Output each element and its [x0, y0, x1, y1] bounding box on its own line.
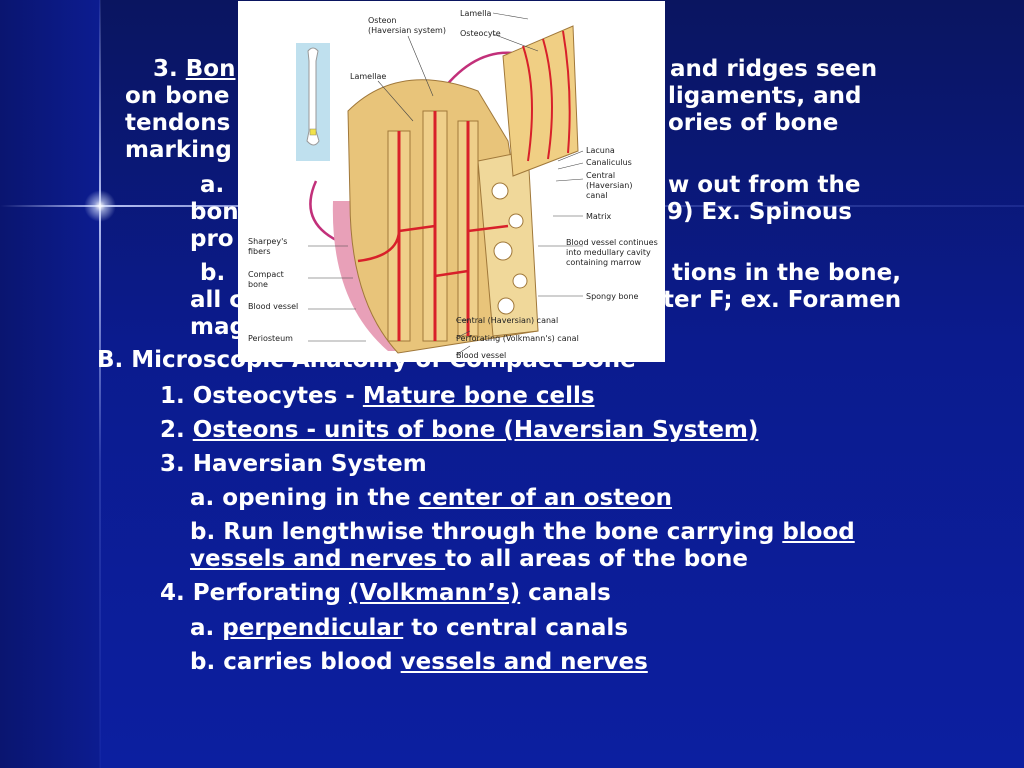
label-haversian-system: (Haversian system) — [368, 26, 446, 35]
long-bone-icon — [306, 47, 320, 146]
text-line-7: pro — [190, 226, 234, 252]
label-central: Central — [586, 171, 615, 180]
trabecula-hole — [491, 182, 509, 200]
trabecula-hole — [508, 213, 524, 229]
item-haversian-system: 3. Haversian System — [160, 451, 427, 477]
text-line-3: tendons — [125, 110, 231, 136]
item-perforating-b: b. carries blood vessels and nerves — [190, 649, 648, 675]
label-canal: canal — [586, 191, 608, 200]
magnify-arrow-left — [309, 180, 339, 243]
periosteum-layer — [332, 201, 403, 351]
left-band — [0, 0, 100, 768]
decorative-vertical-line — [99, 0, 101, 768]
label-sharpeys: Sharpey's — [248, 237, 287, 246]
bone-diagram-figure: Osteon (Haversian system) Lamella Osteoc… — [238, 1, 665, 362]
trabecula-hole — [512, 273, 528, 289]
sparkle-icon — [84, 190, 116, 222]
trabecula-hole — [493, 241, 513, 261]
item-perforating-canals: 4. Perforating (Volkmann’s) canals — [160, 580, 611, 606]
label-matrix: Matrix — [586, 212, 611, 221]
text-line-8-tail: tions in the bone, — [672, 260, 901, 286]
text-line-3-tail: ories of bone — [668, 110, 839, 136]
label-compact: Compact — [248, 270, 284, 279]
label-periosteum: Periosteum — [248, 334, 293, 343]
label-lamellae: Lamellae — [350, 72, 386, 81]
label-osteon: Osteon — [368, 16, 397, 25]
compact-bone-illustration: Osteon (Haversian system) Lamella Osteoc… — [248, 9, 658, 360]
label-osteocyte: Osteocyte — [460, 29, 501, 38]
label-blood-vessel: Blood vessel — [248, 302, 298, 311]
label-into-medullary: into medullary cavity — [566, 248, 651, 257]
label-bv-continues: Blood vessel continues — [566, 238, 658, 247]
text-line-2: on bone — [125, 83, 230, 109]
label-haversian: (Haversian) — [586, 181, 632, 190]
item-haversian-b-line2: vessels and nerves to all areas of the b… — [190, 546, 748, 572]
text-line-9: all c — [190, 287, 243, 313]
label-blood-vessel-bottom: Blood vessel — [456, 351, 506, 360]
item-haversian-b-line1: b. Run lengthwise through the bone carry… — [190, 519, 855, 545]
magnified-vessels — [522, 30, 571, 162]
label-canaliculus: Canaliculus — [586, 158, 632, 167]
text-line-6: bon — [190, 199, 239, 225]
text-line-1: 3. Bon — [153, 56, 236, 82]
magnified-osteon-wedge — [502, 25, 579, 177]
text-line-5: a. — [200, 172, 225, 198]
text-line-1-tail: and ridges seen — [670, 56, 878, 82]
text-line-6-tail: 9) Ex. Spinous — [667, 199, 852, 225]
label-fibers: fibers — [248, 247, 271, 256]
label-central-canal: Central (Haversian) canal — [456, 316, 558, 325]
text-line-8: b. — [200, 260, 226, 286]
text-line-10: mag — [190, 314, 246, 340]
label-perforating-canal: Perforating (Volkmann's) canal — [456, 334, 579, 343]
text-line-2-tail: ligaments, and — [668, 83, 862, 109]
bone-region-marker — [309, 128, 317, 136]
label-spongy-bone: Spongy bone — [586, 292, 639, 301]
label-lamella: Lamella — [460, 9, 492, 18]
leader-lines — [308, 12, 584, 356]
item-perforating-a: a. perpendicular to central canals — [190, 615, 629, 641]
perforating-vessels — [357, 224, 509, 278]
text-line-5-tail: w out from the — [668, 172, 861, 198]
label-bone: bone — [248, 280, 268, 289]
text-line-4: marking — [125, 137, 232, 163]
item-osteons: 2. Osteons - units of bone (Haversian Sy… — [160, 417, 759, 443]
text-line-9-tail: ter F; ex. Foramen — [663, 287, 902, 313]
item-haversian-a: a. opening in the center of an osteon — [190, 485, 673, 511]
item-osteocytes: 1. Osteocytes - Mature bone cells — [160, 383, 595, 409]
trabecula-hole — [497, 297, 515, 315]
label-lacuna: Lacuna — [586, 146, 615, 155]
label-containing-marrow: containing marrow — [566, 258, 641, 267]
